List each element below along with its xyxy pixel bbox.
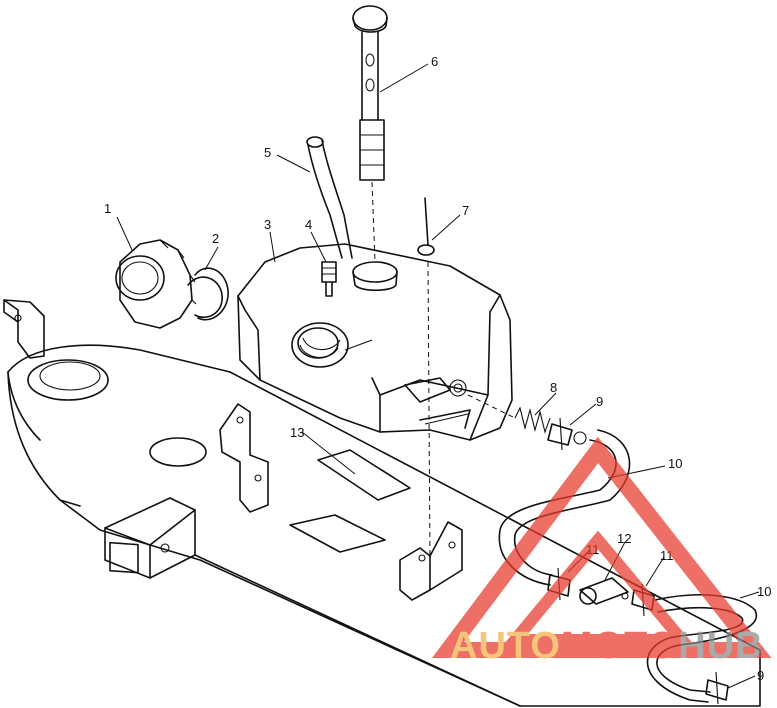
callout-1: 1 xyxy=(104,201,111,216)
vent-hose xyxy=(306,136,353,259)
leader-lines xyxy=(116,63,760,689)
callout-2: 2 xyxy=(212,231,219,246)
callout-12: 12 xyxy=(617,531,631,546)
watermark-word-auto: AUTO xyxy=(450,625,561,667)
watermark-word-moto: MOTO xyxy=(561,625,678,667)
cap-gasket xyxy=(187,267,229,321)
callout-8: 8 xyxy=(550,380,557,395)
callout-10-upper: 10 xyxy=(668,456,682,471)
hose-fitting xyxy=(321,261,337,297)
spring xyxy=(467,394,551,434)
callout-13: 13 xyxy=(290,425,304,440)
frame-assembly xyxy=(3,299,761,707)
dipstick xyxy=(352,5,388,263)
watermark-triangle-inner xyxy=(502,530,695,646)
callout-5: 5 xyxy=(264,145,271,160)
callout-6: 6 xyxy=(431,54,438,69)
callout-7: 7 xyxy=(462,203,469,218)
mounting-screw xyxy=(417,197,435,561)
inline-filter xyxy=(579,577,629,605)
watermark-triangle-outer xyxy=(432,436,772,658)
callout-10-lower: 10 xyxy=(757,584,771,599)
callout-9-lower: 9 xyxy=(757,668,764,683)
oil-tank xyxy=(237,243,513,441)
filler-cap xyxy=(115,239,197,329)
hose-clamp-upper xyxy=(547,417,587,451)
callout-3: 3 xyxy=(264,217,271,232)
callout-9-upper: 9 xyxy=(596,394,603,409)
watermark-logo: AUTOMOTOHUB xyxy=(432,436,772,667)
callouts: 1 2 3 4 5 6 7 8 9 10 11 12 11 10 9 13 xyxy=(104,54,771,683)
callout-4: 4 xyxy=(305,217,312,232)
watermark-text: AUTOMOTOHUB xyxy=(450,625,764,667)
hose-clamp-lower xyxy=(705,671,729,705)
tank-pad xyxy=(317,449,411,501)
watermark-word-hub: HUB xyxy=(678,625,763,667)
